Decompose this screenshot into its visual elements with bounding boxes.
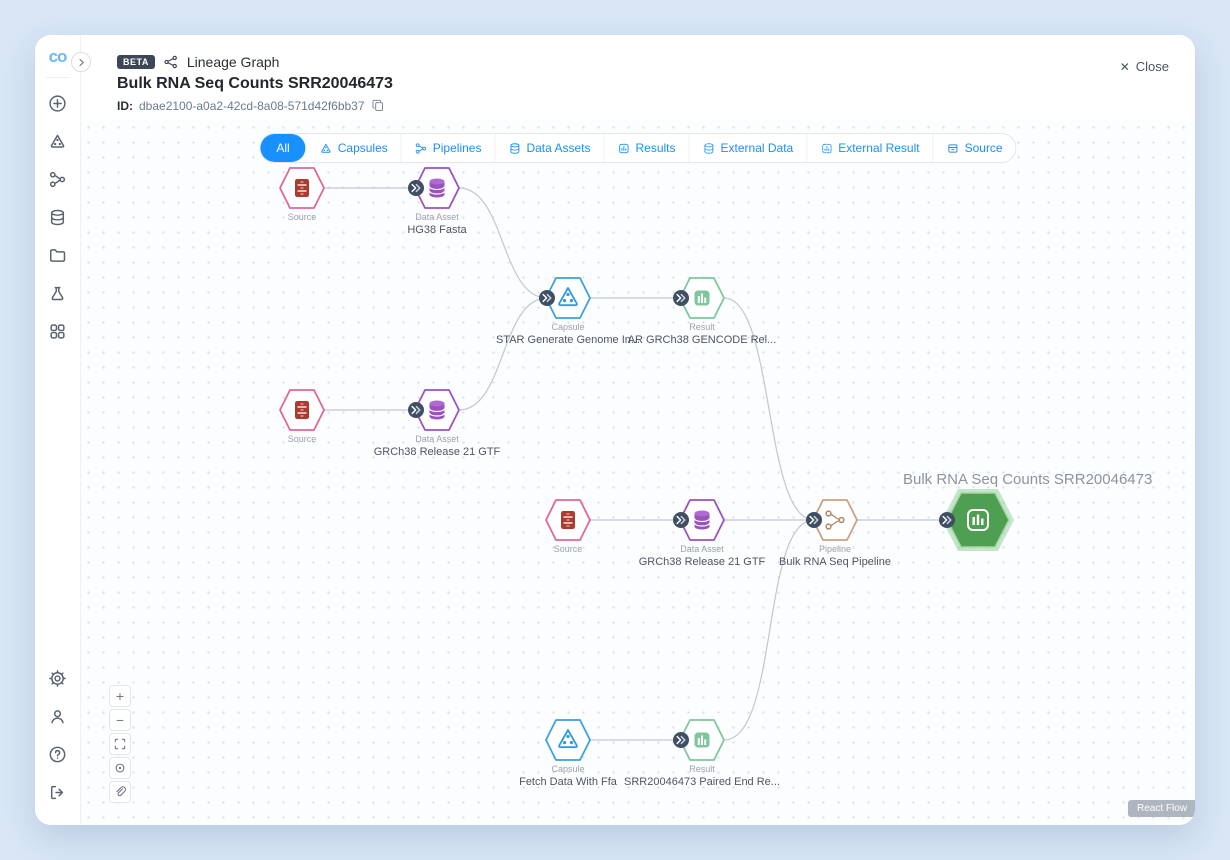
- lineage-canvas[interactable]: All Capsules Pipelines Data Assets Resul…: [81, 120, 1195, 825]
- collections-nav-icon[interactable]: [43, 278, 73, 308]
- tab-data-assets[interactable]: Data Assets: [494, 134, 603, 162]
- node-type-label: Pipeline: [818, 544, 852, 554]
- data-assets-nav-icon[interactable]: [43, 202, 73, 232]
- capsules-nav-icon[interactable]: [43, 126, 73, 156]
- help-icon[interactable]: [43, 739, 73, 769]
- create-new-button[interactable]: [43, 88, 73, 118]
- node-data-asset[interactable]: Data Asset GRCh38 Release 21 GTF: [639, 499, 765, 568]
- tab-external-result[interactable]: External Result: [806, 134, 932, 162]
- id-label: ID:: [117, 98, 133, 113]
- collapse-panel-button[interactable]: [71, 52, 91, 72]
- data-asset-hexagon-icon: [414, 167, 460, 209]
- tab-all[interactable]: All: [260, 134, 306, 162]
- pipelines-nav-icon[interactable]: [43, 164, 73, 194]
- pipeline-icon: [415, 142, 428, 155]
- node-name-label: STAR Generate Genome In...: [495, 334, 641, 346]
- node-source[interactable]: Source: [545, 499, 591, 554]
- account-icon[interactable]: [43, 701, 73, 731]
- beta-badge: BETA: [117, 55, 155, 69]
- center-view-button[interactable]: [109, 757, 131, 779]
- flow-controls: + −: [109, 685, 131, 803]
- external-result-icon: [820, 142, 833, 155]
- divider: [45, 77, 70, 78]
- node-result[interactable]: Result SRR20046473 Paired End Re...: [624, 719, 780, 788]
- result-hexagon-icon: [679, 277, 725, 319]
- node-name-label: GRCh38 Release 21 GTF: [373, 446, 501, 458]
- close-label: Close: [1135, 59, 1169, 74]
- data-asset-hexagon-icon: [679, 499, 725, 541]
- logout-icon[interactable]: [43, 777, 73, 807]
- node-capsule[interactable]: Capsule STAR Generate Genome In...: [496, 277, 640, 346]
- node-type-label: Result: [689, 322, 715, 332]
- entity-id-row: ID: dbae2100-a0a2-42cd-8a08-571d42f6bb37: [117, 98, 386, 113]
- close-button[interactable]: ✕ Close: [1120, 59, 1169, 74]
- result-hexagon-icon: [679, 719, 725, 761]
- node-type-label: Data Asset: [680, 544, 724, 554]
- pipeline-hexagon-icon: [812, 499, 858, 541]
- node-pipeline[interactable]: Pipeline Bulk RNA Seq Pipeline: [779, 499, 891, 568]
- node-source[interactable]: Source: [279, 389, 325, 444]
- node-type-label: Source: [287, 434, 317, 444]
- node-type-label: Data Asset: [415, 434, 459, 444]
- copy-id-icon[interactable]: [371, 98, 386, 113]
- node-name-label: HG38 Fasta: [407, 224, 467, 236]
- node-type-label: Source: [553, 544, 583, 554]
- node-name-label: AR GRCh38 GENCODE Rel...: [627, 334, 777, 346]
- selected-node-title: Bulk RNA Seq Counts SRR20046473: [903, 471, 1153, 488]
- id-value: dbae2100-a0a2-42cd-8a08-571d42f6bb37: [139, 98, 365, 113]
- node-name-label: GRCh38 Release 21 GTF: [638, 556, 766, 568]
- apps-nav-icon[interactable]: [43, 316, 73, 346]
- capsule-hexagon-icon: [545, 719, 591, 761]
- fit-view-button[interactable]: [109, 733, 131, 755]
- data-asset-hexagon-icon: [414, 389, 460, 431]
- source-hexagon-icon: [545, 499, 591, 541]
- react-flow-attribution: React Flow: [1127, 800, 1195, 817]
- header: BETA Lineage Graph Bulk RNA Seq Counts S…: [81, 35, 1195, 120]
- data-asset-icon: [508, 142, 521, 155]
- node-result[interactable]: Result AR GRCh38 GENCODE Rel...: [628, 277, 776, 346]
- settings-icon[interactable]: [43, 663, 73, 693]
- capsule-hexagon-icon: [545, 277, 591, 319]
- page-title: Lineage Graph: [186, 54, 280, 70]
- node-name-label: SRR20046473 Paired End Re...: [624, 776, 780, 788]
- app-window: co BETA Lineage Graph Bulk RNA Seq Count…: [35, 35, 1195, 825]
- zoom-out-button[interactable]: −: [109, 709, 131, 731]
- close-icon: ✕: [1119, 59, 1130, 74]
- node-type-label: Data Asset: [415, 212, 459, 222]
- external-data-icon: [703, 142, 716, 155]
- tab-pipelines[interactable]: Pipelines: [400, 134, 495, 162]
- result-icon: [617, 142, 630, 155]
- node-capsule[interactable]: Capsule Fetch Data With Ffa: [519, 719, 617, 788]
- folder-nav-icon[interactable]: [43, 240, 73, 270]
- entity-title: Bulk RNA Seq Counts SRR20046473: [117, 75, 393, 92]
- zoom-in-button[interactable]: +: [109, 685, 131, 707]
- tab-results[interactable]: Results: [603, 134, 688, 162]
- source-hexagon-icon: [279, 389, 325, 431]
- source-hexagon-icon: [279, 167, 325, 209]
- node-data-asset[interactable]: Data Asset HG38 Fasta: [407, 167, 467, 236]
- node-source[interactable]: Source: [279, 167, 325, 222]
- node-name-label: Fetch Data With Ffa: [519, 776, 617, 788]
- node-type-label: Source: [287, 212, 317, 222]
- node-type-label: Capsule: [551, 764, 585, 774]
- left-rail: co: [35, 35, 81, 825]
- node-type-label: Capsule: [551, 322, 585, 332]
- attach-elements-button[interactable]: [109, 781, 131, 803]
- tab-capsules[interactable]: Capsules: [305, 134, 401, 162]
- node-type-label: Result: [689, 764, 715, 774]
- capsule-icon: [320, 142, 333, 155]
- selected-result-hexagon-icon: [942, 489, 1014, 551]
- filter-tabs: All Capsules Pipelines Data Assets Resul…: [259, 133, 1017, 163]
- tab-external-data[interactable]: External Data: [688, 134, 807, 162]
- node-data-asset[interactable]: Data Asset GRCh38 Release 21 GTF: [374, 389, 500, 458]
- source-icon: [947, 142, 960, 155]
- code-ocean-logo[interactable]: co: [48, 47, 68, 66]
- lineage-icon: [163, 54, 179, 70]
- node-result-selected[interactable]: [940, 486, 1016, 559]
- tab-source[interactable]: Source: [932, 134, 1016, 162]
- node-name-label: Bulk RNA Seq Pipeline: [779, 556, 891, 568]
